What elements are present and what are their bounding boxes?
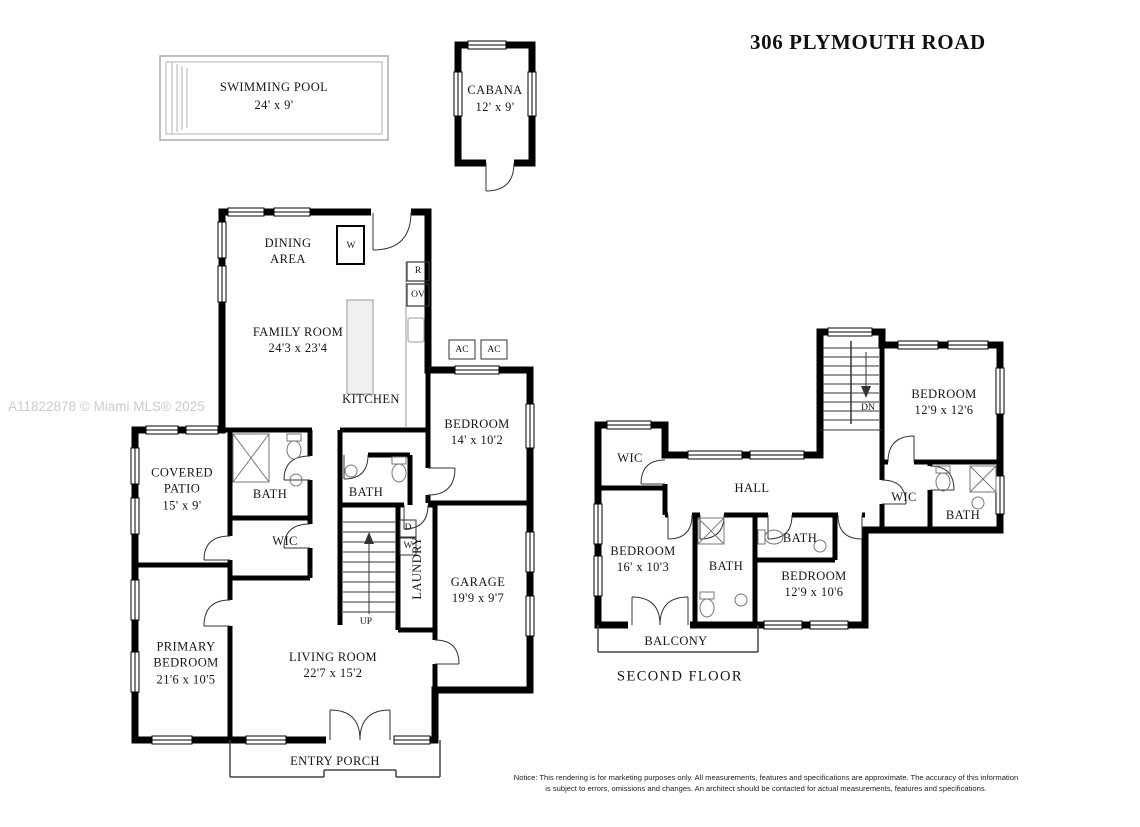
room-family: FAMILY ROOM 24'3 x 23'4 (253, 324, 343, 357)
room-covered-patio-dims: 15' x 9' (162, 498, 202, 513)
room-primary-bedroom: PRIMARY BEDROOM 21'6 x 10'5 (141, 639, 231, 688)
disclaimer-notice: Notice: This rendering is for marketing … (513, 773, 1019, 793)
room-bedroom-right-2f-name: BEDROOM (911, 386, 977, 401)
first-floor-doors (203, 211, 460, 741)
room-bedroom-left-2f-dims: 16' x 10'3 (616, 560, 670, 574)
ac-right-label: AC (487, 344, 501, 355)
room-wic-left-2f: WIC (617, 450, 643, 465)
kitchen-fixtures (336, 225, 430, 428)
room-bedroom-left-2f: BEDROOM 16' x 10'3 (610, 543, 675, 576)
mls-watermark: A11822878 © Miami MLS® 2025 (8, 399, 205, 414)
oven-label: OV (411, 289, 425, 300)
second-floor-windows (593, 327, 1005, 630)
stairs-up-label: UP (359, 616, 373, 627)
first-floor-plan (130, 207, 535, 778)
room-bath-left: BATH (252, 486, 288, 501)
room-covered-patio: COVERED PATIO 15' x 9' (140, 465, 224, 514)
dryer-label: D (404, 522, 412, 533)
stairs-dn-label: DN (861, 402, 875, 413)
ac-left-label: AC (455, 344, 469, 355)
room-dining-area: DINING AREA (264, 235, 312, 266)
room-bath-right-2f: BATH (945, 507, 981, 522)
room-bath-center-2f: BATH (708, 558, 744, 573)
room-bedroom-right-2f: BEDROOM 12'9 x 12'6 (911, 386, 976, 419)
room-family-name: FAMILY ROOM (252, 324, 344, 339)
cabana-dims: 12' x 9' (475, 99, 515, 114)
second-floor-heading: SECOND FLOOR (617, 668, 743, 685)
room-bedroom-1f: BEDROOM 14' x 10'2 (444, 416, 509, 449)
room-bath-mid-2f: BATH (782, 530, 818, 545)
room-bedroom-1f-name: BEDROOM (444, 416, 510, 431)
room-bedroom-1f-dims: 14' x 10'2 (450, 433, 504, 447)
room-primary-bedroom-dims: 21'6 x 10'5 (156, 672, 216, 687)
stairs-down (820, 341, 882, 431)
cabana-outline (453, 40, 537, 192)
equipment-boxes (399, 339, 508, 556)
room-family-dims: 24'3 x 23'4 (268, 341, 328, 355)
room-wic-1f: WIC (272, 533, 298, 548)
pool-dims: 24' x 9' (254, 97, 294, 112)
pool-outline (159, 55, 389, 141)
cabana-label: CABANA (467, 82, 523, 97)
room-bedroom-left-2f-name: BEDROOM (610, 543, 676, 558)
second-floor-plan (593, 327, 1005, 653)
room-garage: GARAGE 19'9 x 9'7 (451, 574, 505, 607)
first-floor-interior-walls (135, 370, 530, 740)
second-floor-bath-fixtures (697, 465, 997, 618)
room-kitchen: KITCHEN (342, 391, 400, 406)
room-living: LIVING ROOM 22'7 x 15'2 (289, 649, 377, 682)
room-bedroom-center-2f-name: BEDROOM (781, 568, 847, 583)
room-entry-porch: ENTRY PORCH (290, 753, 380, 768)
room-bath-center: BATH (348, 484, 384, 499)
room-garage-dims: 19'9 x 9'7 (451, 591, 505, 605)
second-floor-interior-walls (598, 345, 1000, 625)
washer-closet-label: W (346, 240, 356, 251)
first-floor-windows (130, 207, 535, 745)
first-floor-bath-fixtures (232, 433, 407, 487)
room-hall-2f: HALL (734, 480, 770, 495)
room-living-dims: 22'7 x 15'2 (303, 666, 363, 680)
washer-label: W (403, 540, 413, 551)
cabana-door (485, 162, 515, 192)
room-wic-right-2f: WIC (891, 489, 917, 504)
room-bedroom-center-2f: BEDROOM 12'9 x 10'6 (781, 568, 846, 601)
room-balcony: BALCONY (644, 633, 708, 648)
stairs-up (343, 521, 395, 614)
pool-label: SWIMMING POOL (219, 79, 329, 94)
room-garage-name: GARAGE (450, 574, 506, 589)
room-primary-bedroom-name: PRIMARY BEDROOM (153, 639, 219, 670)
room-bedroom-right-2f-dims: 12'9 x 12'6 (914, 403, 974, 417)
cabana-windows (453, 40, 537, 117)
entry-porch-outline (229, 740, 441, 778)
page-title: 306 PLYMOUTH ROAD (750, 30, 986, 54)
refrigerator-label: R (414, 265, 422, 276)
balcony-outline (597, 625, 759, 653)
room-covered-patio-name: COVERED PATIO (151, 465, 213, 496)
room-living-name: LIVING ROOM (288, 649, 378, 664)
room-bedroom-center-2f-dims: 12'9 x 10'6 (784, 585, 844, 599)
